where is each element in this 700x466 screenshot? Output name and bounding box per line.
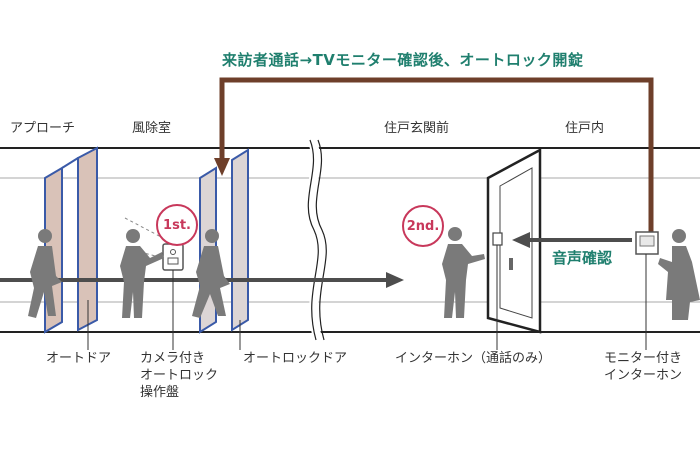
callout-camera-panel-line-1: カメラ付き [140,351,206,366]
step-badge-first: 1st. [156,204,198,246]
callout-door-intercom: インターホン（通話のみ） [395,351,552,366]
break-mark [305,138,325,342]
brown-route-arrowhead [214,158,230,176]
area-label-unit-inside: 住戸内 [565,121,605,136]
person-at-entrance [442,227,485,318]
auto-door-edge [61,157,79,169]
area-label-approach: アプローチ [10,121,76,136]
break-mark-left [307,139,319,341]
voice-arrowhead [512,232,530,248]
voice-check-label: 音声確認 [552,249,613,267]
step-badge-second: 2nd. [402,205,444,247]
auto-door-panel-b [77,146,98,332]
callout-monitor-intercom: モニター付き インターホン [604,350,682,384]
camera-keys [167,257,179,265]
person-at-panel [120,229,164,318]
area-label-entrance-front: 住戸玄関前 [384,121,450,136]
visitor-flow-arrowhead [386,272,404,288]
callout-monitor-line-1: モニター付き [604,351,683,366]
brown-route-line [219,77,654,232]
callout-autolock-door: オートロックドア [243,351,348,366]
callout-camera-panel: カメラ付き オートロック 操作盤 [140,350,218,401]
callout-camera-panel-line-2: オートロック [140,368,219,383]
entrance-door-inner [499,167,533,319]
callout-camera-panel-line-3: 操作盤 [140,385,180,400]
camera-lens [170,249,176,255]
area-label-windbreak: 風除室 [132,121,172,136]
resident-figure [658,229,700,320]
door-intercom [492,232,503,246]
camera-panel [162,243,184,271]
monitor-screen [639,235,655,247]
camera-view-line-a [124,217,164,239]
entrance-door [486,147,542,334]
callout-auto-door: オートドア [46,351,112,366]
callout-monitor-line-2: インターホン [604,368,683,383]
person-walking-1 [28,229,62,318]
door-handle [509,258,513,270]
break-mark-right [315,139,327,341]
person-walking-2 [192,229,230,318]
top-message: 来訪者通話→TVモニター確認後、オートロック開錠 [222,51,584,69]
autolock-door-panel-b [231,148,249,332]
